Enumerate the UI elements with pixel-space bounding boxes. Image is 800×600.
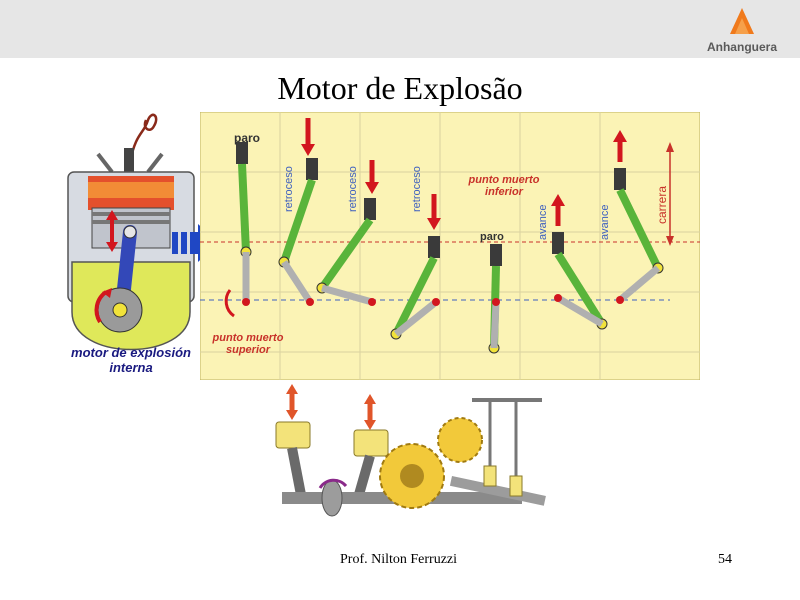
label-paro-top: paro	[234, 131, 260, 145]
header-bar: Anhanguera	[0, 0, 800, 58]
crankshaft-gear-illustration	[262, 380, 558, 540]
label-avance-1: avance	[537, 205, 549, 240]
label-retroceso-2: retroceso	[347, 166, 359, 212]
label-avance-2: avance	[599, 205, 611, 240]
slide-title: Motor de Explosão	[277, 70, 523, 106]
engine-caption: motor de explosión interna	[71, 345, 191, 375]
crank-motion-diagram: paro retroceso retroceso retroceso paro …	[199, 111, 701, 381]
brand-logo: Anhanguera	[702, 6, 782, 54]
label-carrera: carrera	[655, 186, 669, 224]
brand-logo-icon	[730, 8, 754, 34]
label-paro-mid: paro	[480, 231, 504, 243]
footer-author: Prof. Nilton Ferruzzi	[340, 552, 458, 567]
page-number: 54	[718, 552, 732, 567]
engine-cutaway-illustration	[62, 112, 200, 380]
label-punto-muerto-inferior: punto muerto inferior	[468, 174, 540, 198]
label-punto-muerto-superior: punto muerto superior	[212, 332, 284, 356]
label-retroceso-3: retroceso	[411, 166, 423, 212]
brand-name: Anhanguera	[706, 40, 777, 54]
label-retroceso-1: retroceso	[283, 166, 295, 212]
